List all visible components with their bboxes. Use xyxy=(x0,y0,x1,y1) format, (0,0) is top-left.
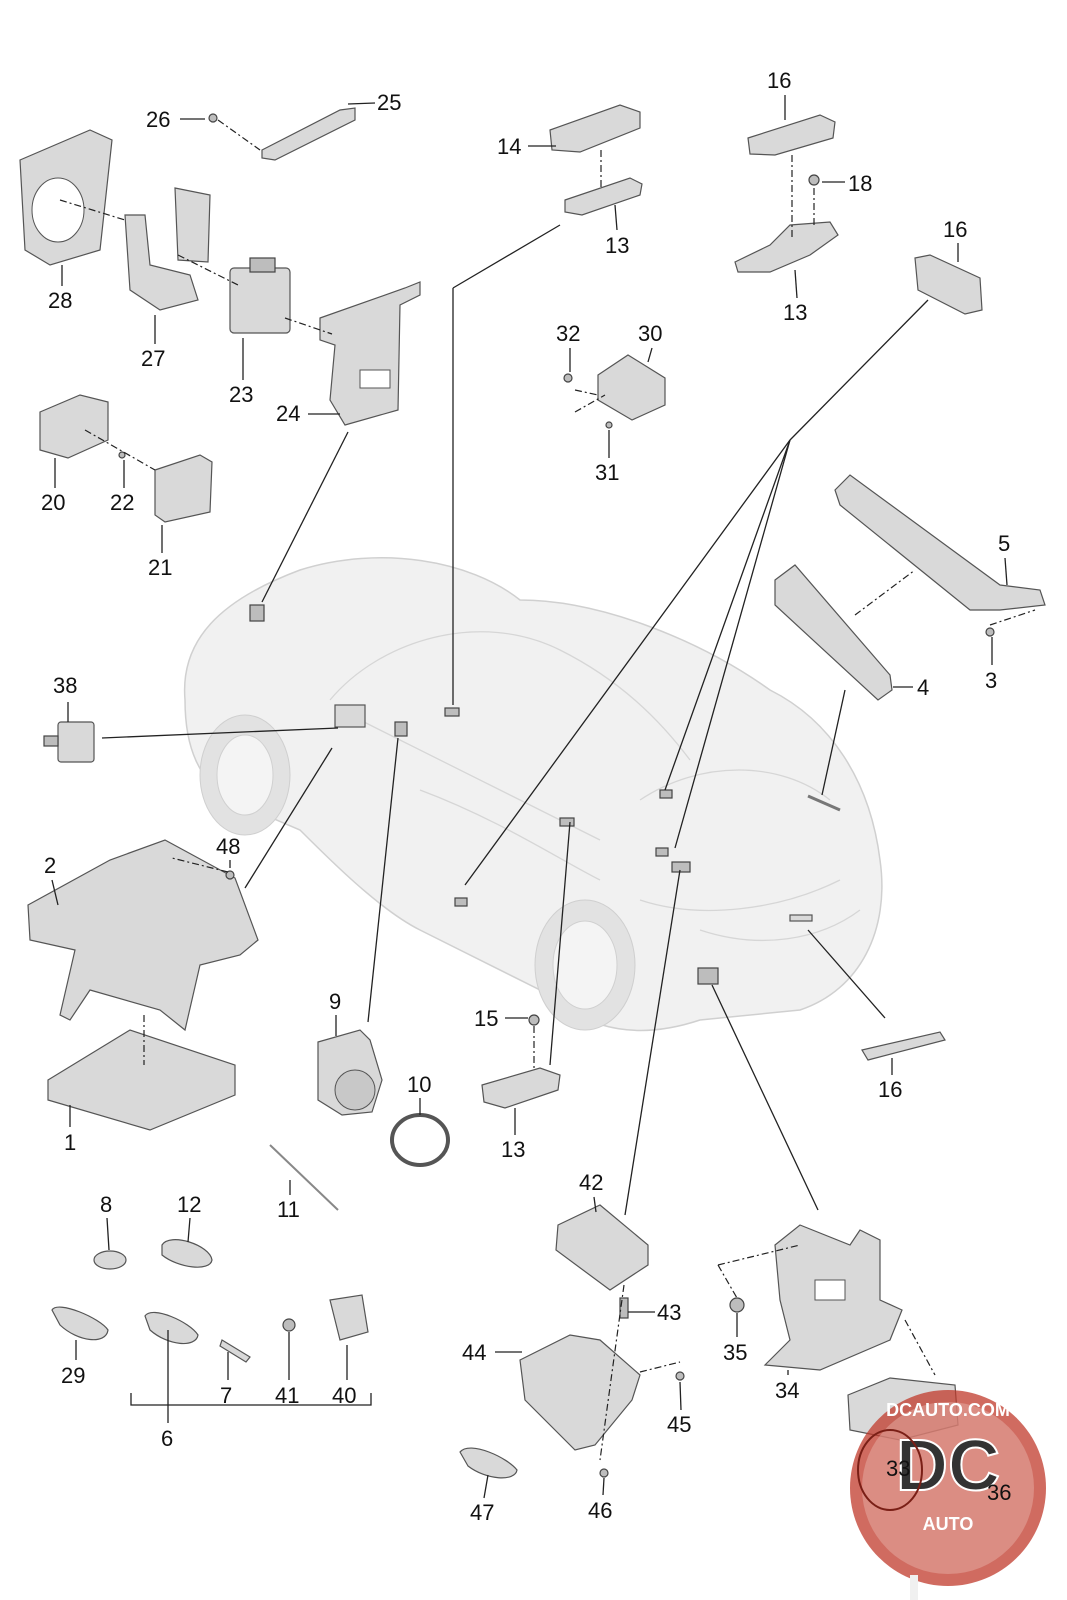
callout-numbers: 25 26 28 27 23 24 20 22 21 14 13 16 18 1… xyxy=(41,68,1010,1525)
callout-6: 6 xyxy=(161,1426,173,1451)
callout-31: 31 xyxy=(595,460,619,485)
callout-21: 21 xyxy=(148,555,172,580)
watermark-logo: DCAUTO.COM DC AUTO 33 36 xyxy=(850,1390,1046,1600)
vehicle-outline xyxy=(183,557,883,1032)
callout-48: 48 xyxy=(216,834,240,859)
callout-40: 40 xyxy=(332,1383,356,1408)
callout-23: 23 xyxy=(229,382,253,407)
callout-13-right: 13 xyxy=(783,300,807,325)
callout-32: 32 xyxy=(556,321,580,346)
callout-46: 46 xyxy=(588,1498,612,1523)
callout-42: 42 xyxy=(579,1170,603,1195)
callout-8: 8 xyxy=(100,1192,112,1217)
callout-18: 18 xyxy=(848,171,872,196)
callout-16-right: 16 xyxy=(943,217,967,242)
callout-13-lower: 13 xyxy=(501,1137,525,1162)
callout-47: 47 xyxy=(470,1500,494,1525)
callout-3: 3 xyxy=(985,668,997,693)
callout-16-upper: 16 xyxy=(767,68,791,93)
watermark-dc-mark: DC xyxy=(896,1426,1000,1506)
callout-2: 2 xyxy=(44,853,56,878)
watermark-site-text: DCAUTO.COM xyxy=(886,1400,1010,1420)
callout-26: 26 xyxy=(146,107,170,132)
callout-29: 29 xyxy=(61,1363,85,1388)
callout-27: 27 xyxy=(141,346,165,371)
callout-45: 45 xyxy=(667,1412,691,1437)
callout-35: 35 xyxy=(723,1340,747,1365)
callout-13-upper: 13 xyxy=(605,233,629,258)
callout-10: 10 xyxy=(407,1072,431,1097)
callout-5: 5 xyxy=(998,531,1010,556)
callout-1: 1 xyxy=(64,1130,76,1155)
callout-4: 4 xyxy=(917,675,929,700)
callout-28: 28 xyxy=(48,288,72,313)
callout-43: 43 xyxy=(657,1300,681,1325)
callout-7: 7 xyxy=(220,1383,232,1408)
leader-lines xyxy=(51,95,1036,1499)
callout-24: 24 xyxy=(276,401,300,426)
callout-11: 11 xyxy=(277,1197,300,1222)
callout-34: 34 xyxy=(775,1378,799,1403)
callout-9: 9 xyxy=(329,989,341,1014)
callout-14: 14 xyxy=(497,134,521,159)
callout-12: 12 xyxy=(177,1192,201,1217)
callout-36: 36 xyxy=(987,1480,1011,1505)
callout-25: 25 xyxy=(377,90,401,115)
callout-44: 44 xyxy=(462,1340,486,1365)
callout-16-lower: 16 xyxy=(878,1077,902,1102)
callout-20: 20 xyxy=(41,490,65,515)
callout-33: 33 xyxy=(886,1456,910,1481)
callout-41: 41 xyxy=(275,1383,299,1408)
callout-22: 22 xyxy=(110,490,134,515)
callout-15: 15 xyxy=(474,1006,498,1031)
watermark-auto-text: AUTO xyxy=(923,1514,974,1534)
callout-38: 38 xyxy=(53,673,77,698)
callout-30: 30 xyxy=(638,321,662,346)
